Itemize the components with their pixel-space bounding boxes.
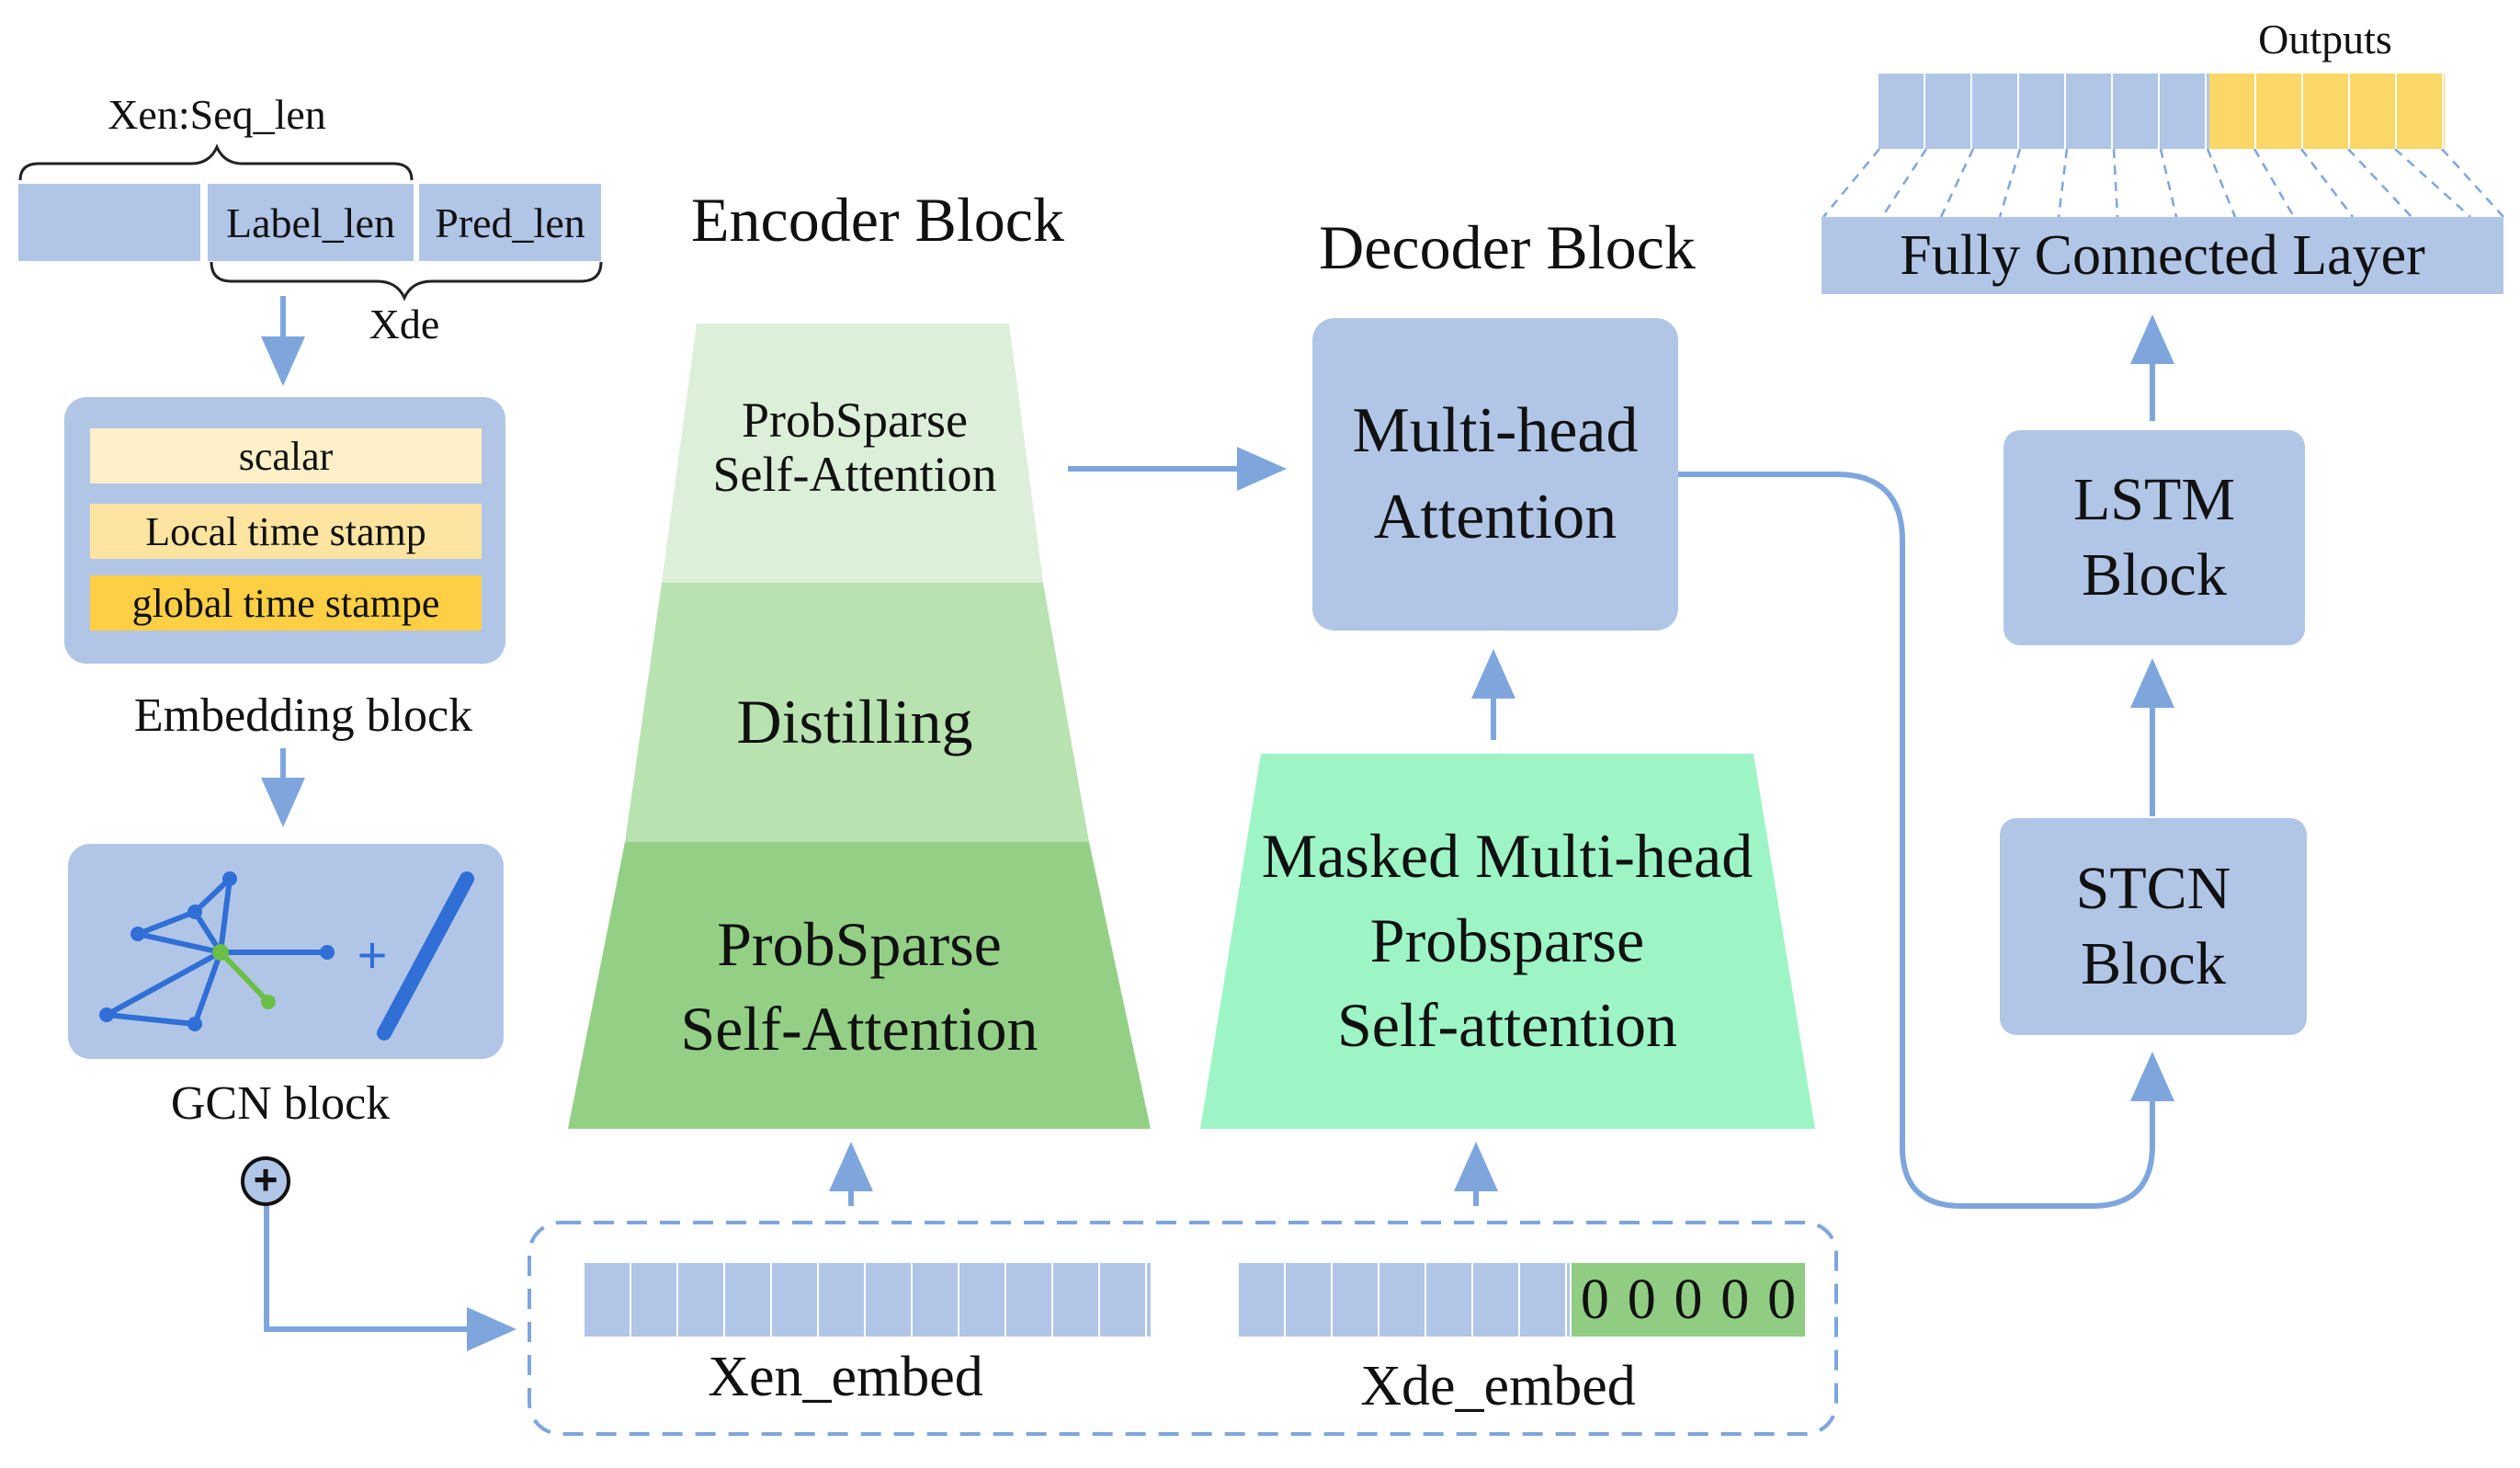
gcn-block-caption: GCN block	[170, 1077, 391, 1130]
seq-cell-pred-len: Pred_len	[419, 184, 601, 261]
pred-len-text: Pred_len	[435, 199, 585, 246]
decoder-block-title: Decoder Block	[1319, 212, 1696, 282]
add-circle-icon: +	[241, 1156, 290, 1206]
embeds-dashed-frame	[528, 1221, 1838, 1436]
local-time-stamp-bar: Local time stamp	[90, 504, 482, 559]
xen-seq-len-label: Xen:Seq_len	[108, 91, 326, 138]
add-symbol: +	[253, 1155, 278, 1203]
encoder-bot-line2: Self-Attention	[680, 993, 1039, 1064]
zero-cell-2: 0	[1627, 1268, 1656, 1331]
seq-len-brace	[18, 143, 414, 181]
zero-cell-4: 0	[1720, 1268, 1750, 1331]
output-blue-cells	[1879, 74, 2209, 149]
xde-label: Xde	[369, 301, 440, 347]
masked-line3: Self-attention	[1336, 989, 1678, 1060]
gcn-plus-sign: +	[357, 926, 388, 984]
encoder-top-line1: ProbSparse	[742, 393, 968, 448]
local-time-stamp-text: Local time stamp	[145, 508, 426, 554]
encoder-block-title: Encoder Block	[691, 185, 1064, 255]
encoder-bot-line1: ProbSparse	[717, 909, 1002, 979]
label-len-text: Label_len	[226, 199, 395, 246]
scalar-bar: scalar	[90, 428, 482, 484]
mha-line2: Attention	[1373, 482, 1618, 552]
xde-embed-zero-cells: 0 0 0 0 0	[1572, 1263, 1805, 1337]
output-yellow-cells	[2209, 74, 2445, 149]
scalar-text: scalar	[238, 433, 334, 479]
masked-mha-text: Masked Multi-head Probsparse Self-attent…	[1213, 814, 1801, 1067]
encoder-top-line2: Self-Attention	[712, 447, 997, 503]
encoder-bot-layer	[568, 842, 1151, 1129]
lstm-line1: LSTM	[2072, 465, 2236, 533]
lstm-line2: Block	[2082, 541, 2227, 609]
xen-embed-label: Xen_embed	[708, 1346, 983, 1408]
zero-cell-1: 0	[1580, 1268, 1609, 1331]
xde-embed-label: Xde_embed	[1360, 1355, 1636, 1417]
decoder-masked-shape	[1200, 754, 1815, 1129]
encoder-bot-text: ProbSparse Self-Attention	[643, 903, 1075, 1072]
zero-cell-3: 0	[1674, 1268, 1703, 1331]
global-time-stamp-text: global time stampe	[131, 580, 440, 626]
encoder-distilling-text: Distilling	[736, 687, 973, 757]
masked-line1: Masked Multi-head	[1261, 821, 1754, 891]
encoder-top-layer	[662, 324, 1043, 583]
masked-line2: Probsparse	[1369, 905, 1645, 975]
fc-text: Fully Connected Layer	[1900, 223, 2425, 287]
seq-cell-label-len: Label_len	[208, 184, 415, 261]
xde-embed-cells	[1239, 1263, 1570, 1337]
stcn-block: STCN Block	[2000, 818, 2307, 1035]
zero-cell-5: 0	[1767, 1268, 1797, 1331]
embedding-block-caption: Embedding block	[133, 689, 473, 742]
xen-embed-cells	[585, 1263, 1151, 1337]
seq-cell-empty	[18, 184, 202, 261]
encoder-top-text: ProbSparse Self-Attention	[698, 393, 1011, 503]
mha-line1: Multi-head	[1352, 394, 1639, 466]
encoder-mid-layer	[625, 583, 1089, 842]
outputs-label: Outputs	[2258, 16, 2392, 63]
xde-brace	[210, 261, 603, 302]
arrow-gcn-to-embeds	[264, 1206, 516, 1351]
fc-fan-lines	[1822, 148, 2504, 218]
arrow-mha-to-stcn	[1674, 472, 2174, 1209]
fully-connected-layer: Fully Connected Layer	[1822, 217, 2503, 294]
stcn-line1: STCN	[2075, 854, 2231, 922]
multi-head-attention-box: Multi-head Attention	[1312, 318, 1678, 631]
global-time-stamp-bar: global time stampe	[90, 575, 482, 631]
stcn-line2: Block	[2081, 930, 2226, 997]
gcn-block	[68, 844, 504, 1059]
lstm-block: LSTM Block	[2004, 430, 2305, 645]
